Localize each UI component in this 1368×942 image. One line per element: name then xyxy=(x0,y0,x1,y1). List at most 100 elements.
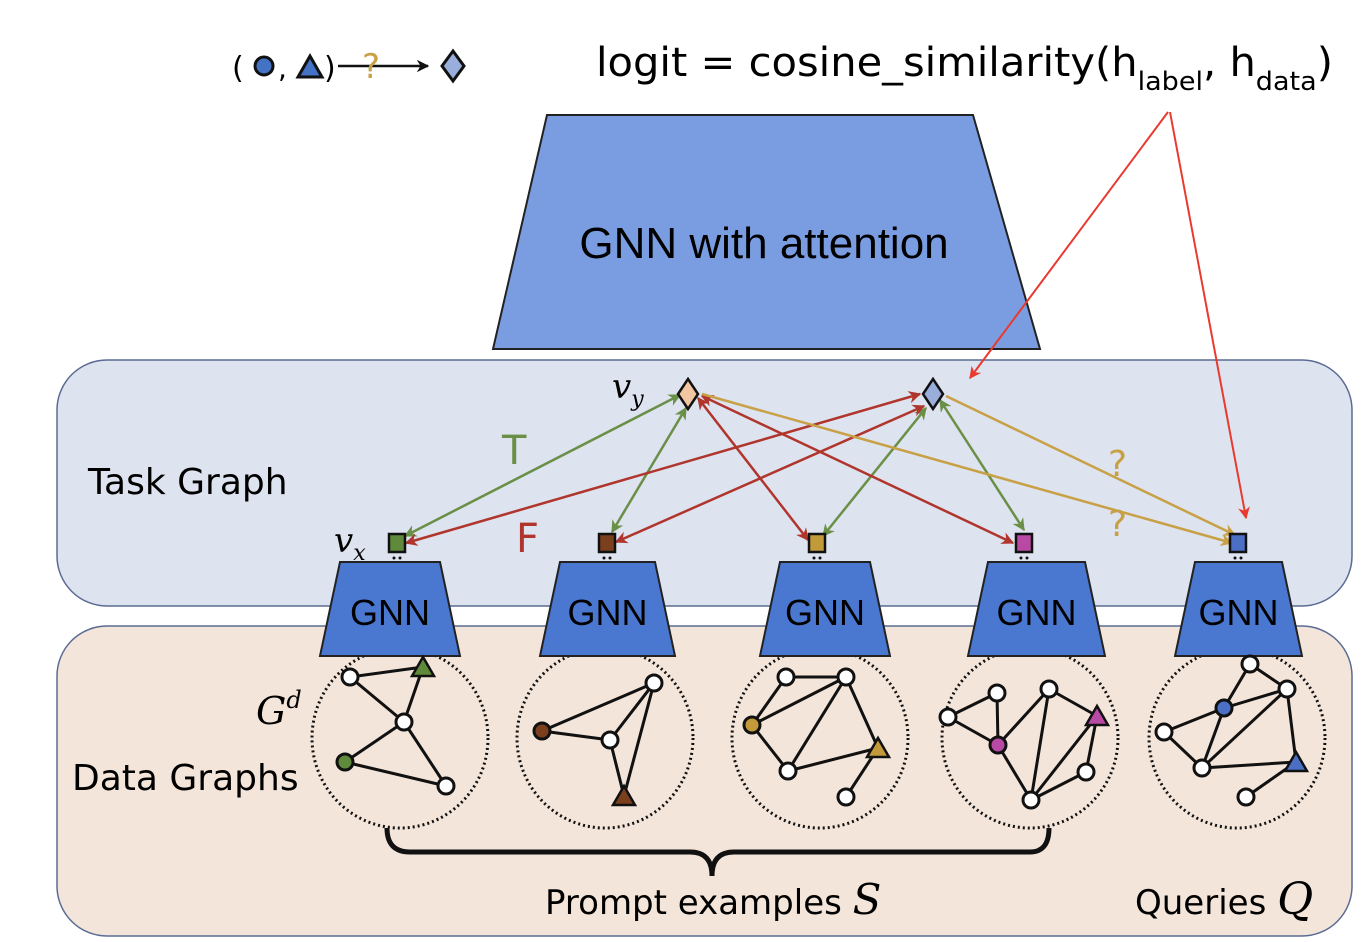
graph-node xyxy=(778,761,798,781)
graph-node xyxy=(1192,758,1212,778)
graph-node xyxy=(1076,762,1096,782)
task-graph-label: Task Graph xyxy=(87,462,288,503)
column-prompt-example: GNN xyxy=(310,532,490,830)
graph-edge xyxy=(1223,687,1288,710)
graph-edge xyxy=(344,720,405,764)
connector-dot xyxy=(1025,556,1029,560)
gnn-with-attention-block xyxy=(491,114,1042,350)
graph-node xyxy=(776,667,796,687)
connector-dot xyxy=(392,556,396,560)
v-y-label: vy xyxy=(612,367,644,412)
graph-edge xyxy=(1163,706,1225,734)
prompt-examples-brace xyxy=(384,827,1052,877)
data-graph xyxy=(532,673,664,807)
connector-dot xyxy=(1019,556,1023,560)
data-graph-boundary xyxy=(940,646,1120,830)
data-graph-boundary xyxy=(310,646,490,830)
graph-node-colored xyxy=(335,752,355,772)
gnn-encoder-shape xyxy=(318,561,462,657)
pointer-data-arrow xyxy=(1169,111,1250,520)
pointer-label-arrow xyxy=(969,111,1169,379)
gnn-encoder-label: GNN xyxy=(997,592,1077,633)
data-node xyxy=(597,532,617,554)
data-graph xyxy=(335,654,456,796)
data-graph-boundary xyxy=(1147,646,1327,830)
gnn-with-attention-label: GNN with attention xyxy=(579,219,948,268)
gnn-encoder-label: GNN xyxy=(568,592,648,633)
edge-query-label: ? xyxy=(1108,504,1127,545)
data-node xyxy=(1014,532,1034,554)
data-graph-boundary xyxy=(730,646,910,830)
graph-edge xyxy=(751,675,847,727)
graph-edge xyxy=(1200,687,1289,770)
graph-node-colored xyxy=(988,735,1008,755)
column-prompt-example: GNN xyxy=(938,532,1120,830)
legend-diamond-icon xyxy=(440,48,466,84)
data-node xyxy=(807,532,827,554)
graph-edge xyxy=(1285,688,1298,763)
queries-label: Queries Q xyxy=(1135,874,1313,925)
graph-edge xyxy=(541,729,611,742)
legend: ( , ) ? xyxy=(232,47,466,87)
graph-edge xyxy=(349,665,424,679)
graph-edge xyxy=(349,675,405,724)
v-x-label: vx xyxy=(334,521,366,566)
gnn-encoder-shape xyxy=(1173,561,1304,657)
gnn-encoder: GNN xyxy=(538,561,677,657)
graph-edge xyxy=(1200,707,1226,769)
graph-edge xyxy=(1029,688,1051,801)
graph-node xyxy=(600,730,620,750)
column-prompt-example: GNN xyxy=(730,532,910,830)
graph-edge xyxy=(844,676,880,749)
graph-node-triangle xyxy=(409,654,437,678)
edge-query-label: ? xyxy=(1108,444,1127,485)
graph-edge xyxy=(996,687,1051,747)
legend-triangle-icon xyxy=(295,52,325,79)
graph-edge xyxy=(1201,760,1297,770)
legend-comma: , xyxy=(278,52,287,85)
graph-node xyxy=(987,683,1007,703)
graph-node-triangle xyxy=(1083,703,1111,727)
graph-edge xyxy=(786,676,848,772)
connector-dot xyxy=(608,556,612,560)
graph-edge xyxy=(608,682,656,741)
label-node-query xyxy=(921,376,945,412)
data-node xyxy=(387,532,407,554)
graph-edge xyxy=(608,739,626,797)
graph-node xyxy=(1021,790,1041,810)
legend-question: ? xyxy=(362,47,380,87)
graph-edge xyxy=(996,744,1033,801)
edge-query xyxy=(701,392,1234,546)
graph-node xyxy=(836,667,856,687)
graph-node xyxy=(340,667,360,687)
graph-edge xyxy=(1030,770,1087,802)
graph-node xyxy=(1236,787,1256,807)
graph-edge xyxy=(787,746,879,773)
gnn-encoder-shape xyxy=(966,561,1107,657)
edge-true-label: T xyxy=(501,428,527,474)
graph-node xyxy=(1154,722,1174,742)
gnn-encoder-shape xyxy=(538,561,677,657)
edge-false-label: F xyxy=(516,516,539,562)
graph-node-triangle xyxy=(864,735,892,759)
graph-edge xyxy=(541,681,655,733)
graph-node xyxy=(938,707,958,727)
task-graph-edges xyxy=(403,391,1237,546)
data-graph xyxy=(742,667,892,807)
gnn-encoder: GNN xyxy=(318,561,462,657)
graph-node-triangle xyxy=(1282,749,1310,773)
graph-edge xyxy=(344,760,447,788)
gnn-encoder-shape xyxy=(758,561,892,657)
graph-node xyxy=(1240,654,1260,674)
prompt-examples-label: Prompt examples S xyxy=(545,875,881,924)
graph-node xyxy=(436,776,456,796)
gnn-encoder-label: GNN xyxy=(1199,592,1279,633)
connector-dot xyxy=(602,556,606,560)
data-graphs-label: Data Graphs xyxy=(72,758,299,799)
gnn-encoder-label: GNN xyxy=(350,592,430,633)
edge-false xyxy=(700,394,1015,545)
graph-node xyxy=(836,787,856,807)
column-prompt-example: GNN xyxy=(515,532,695,830)
